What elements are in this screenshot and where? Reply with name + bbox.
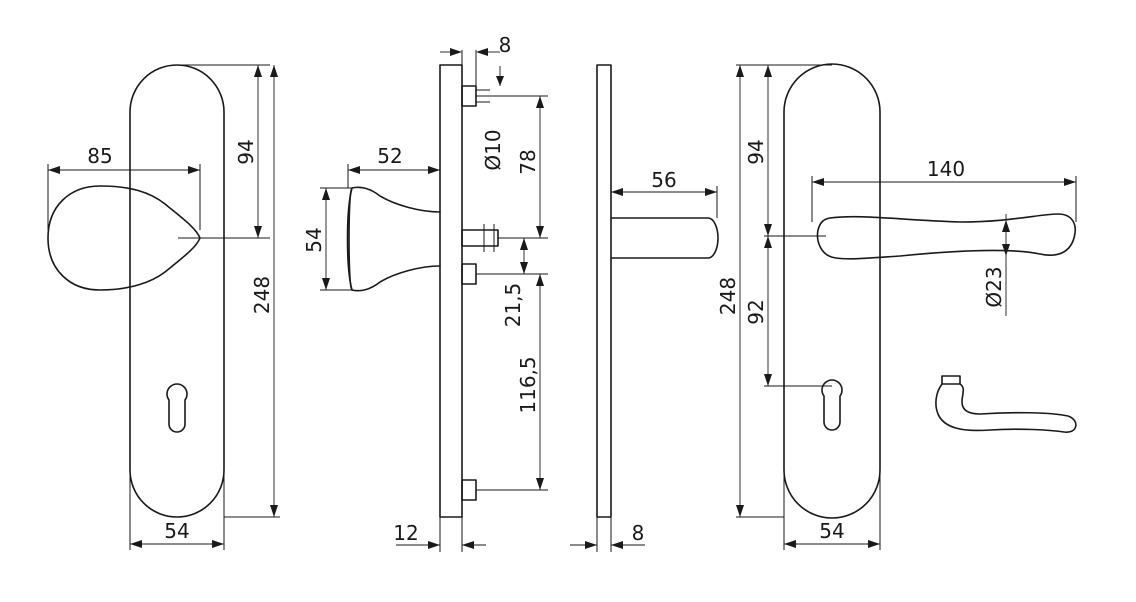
dim-54-lever: 54 <box>819 519 844 543</box>
knob-outline <box>47 185 201 291</box>
front-view-knob: 85 94 248 54 <box>47 64 280 550</box>
spindle <box>461 229 499 247</box>
dim-248: 248 <box>250 276 274 314</box>
plate-side-lever <box>596 64 612 518</box>
knob-side-profile <box>346 186 441 292</box>
bolt-middle <box>461 263 477 285</box>
dim-85: 85 <box>87 144 112 168</box>
lever-outline <box>816 213 1076 260</box>
keyhole-outline <box>166 383 188 433</box>
side-view-knob: 8 Ø10 78 21,5 116,5 52 <box>302 33 548 552</box>
lever-side-profile <box>610 217 719 259</box>
dim-52: 52 <box>377 144 402 168</box>
dim-8-top: 8 <box>499 33 512 57</box>
dim-bolt-diameter: Ø10 <box>481 129 505 170</box>
dim-248-lever: 248 <box>716 277 740 315</box>
bolt-top <box>461 85 477 107</box>
lever-iso-icon <box>935 375 1077 433</box>
backplate-outline <box>129 64 225 518</box>
dim-78: 78 <box>516 149 540 174</box>
dim-12: 12 <box>393 521 418 545</box>
dim-54-knob: 54 <box>302 227 326 252</box>
dim-116-5: 116,5 <box>516 356 540 413</box>
dim-94-lever: 94 <box>744 139 768 164</box>
backplate-lever-outline <box>783 63 881 519</box>
dim-54: 54 <box>164 519 189 543</box>
dim-94: 94 <box>234 139 258 164</box>
keyhole-lever-outline <box>821 379 843 431</box>
dim-92: 92 <box>744 299 768 324</box>
dim-140: 140 <box>927 157 965 181</box>
plate-side <box>439 64 463 518</box>
dim-21-5: 21,5 <box>501 283 525 328</box>
bolt-bottom <box>461 479 477 501</box>
dim-lever-diameter: Ø23 <box>982 266 1006 307</box>
dim-56: 56 <box>651 168 676 192</box>
front-view-lever: 248 94 92 140 Ø23 54 <box>716 63 1077 550</box>
side-view-lever: 56 8 <box>570 64 719 552</box>
dim-8-bottom: 8 <box>632 521 645 545</box>
